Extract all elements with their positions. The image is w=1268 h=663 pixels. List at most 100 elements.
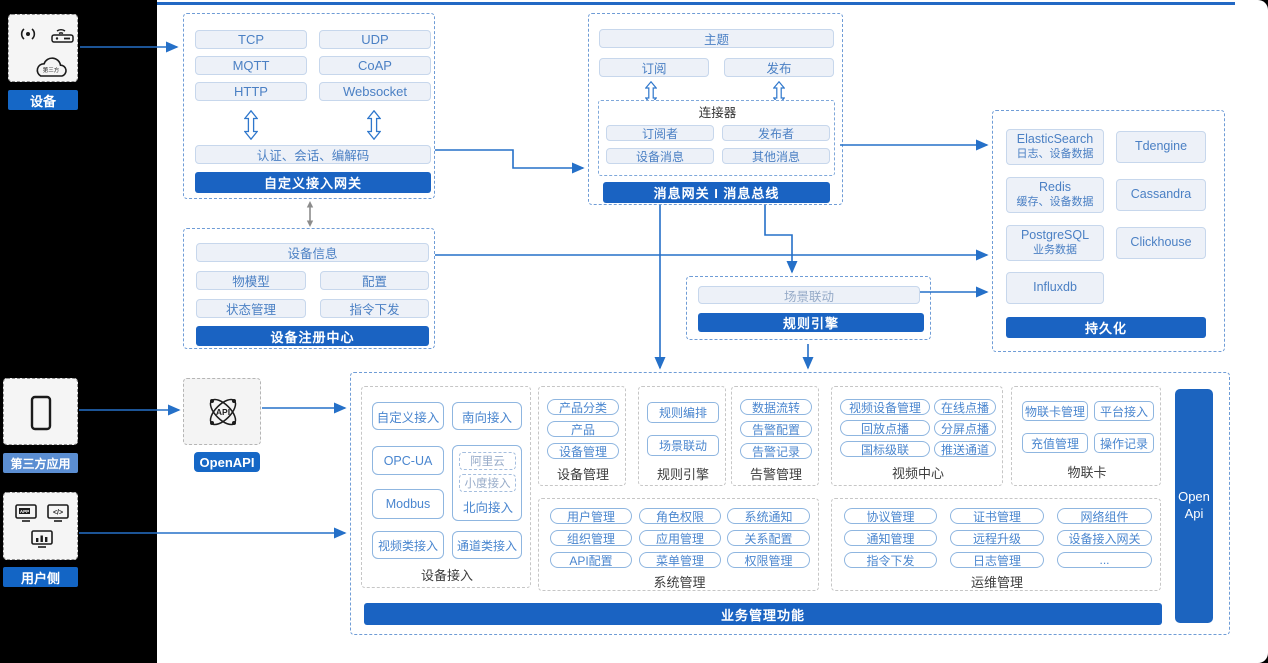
ops-mgmt-section: 协议管理 证书管理 网络组件 通知管理 远程升级 设备接入网关 指令下发 日志管… (831, 498, 1161, 591)
remote-upgrade-pill: 远程升级 (950, 530, 1044, 546)
third-party-label: 第三方应用 (3, 453, 78, 473)
playback-vod-pill: 回放点播 (840, 420, 930, 436)
router-icon (49, 23, 77, 45)
message-bus-box: 主题 订阅 发布 连接器 订阅者 发布者 设备消息 其他消息 消息网关 I 消息… (588, 13, 843, 205)
persistence-title-bar: 持久化 (1006, 317, 1206, 338)
wireless-signal-icon (15, 25, 41, 43)
operation-record-pill: 操作记录 (1094, 433, 1154, 453)
recharge-mgmt-pill: 充值管理 (1022, 433, 1088, 453)
db-desc: 缓存、设备数据 (1016, 195, 1094, 208)
app-icon: APP (14, 503, 38, 523)
connector-title: 连接器 (698, 106, 737, 120)
db-name: ElasticSearch (1016, 132, 1094, 147)
more-pill: ... (1057, 552, 1152, 568)
open-api-vertical-bar: Open Api (1175, 389, 1213, 623)
openapi-label: OpenAPI (194, 452, 260, 472)
iot-card-mgmt-pill: 物联卡管理 (1022, 401, 1088, 421)
auth-session-codec-pill: 认证、会话、编解码 (195, 145, 431, 164)
org-mgmt-pill: 组织管理 (550, 530, 632, 546)
status-mgmt-pill: 状态管理 (196, 299, 306, 318)
device-access-label: 设备接入 (420, 567, 473, 583)
custom-gateway-box: TCP UDP MQTT CoAP HTTP Websocket 认证、会话、编… (183, 13, 435, 199)
double-arrow-icon (367, 110, 381, 140)
business-box: 自定义接入 南向接入 OPC-UA 阿里云 小度接入 北向接入 Modbus 视… (350, 372, 1230, 635)
log-mgmt-pill: 日志管理 (950, 552, 1044, 568)
video-access-pill: 视频类接入 (372, 531, 444, 559)
channel-access-pill: 通道类接入 (452, 531, 522, 559)
southbound-access-pill: 南向接入 (452, 402, 522, 430)
device-access-section: 自定义接入 南向接入 OPC-UA 阿里云 小度接入 北向接入 Modbus 视… (361, 386, 531, 588)
custom-gateway-title-bar: 自定义接入网关 (195, 172, 431, 193)
permission-mgmt-pill: 权限管理 (727, 552, 810, 568)
protocol-pill-websocket: Websocket (319, 82, 431, 101)
app-mgmt-pill: 应用管理 (639, 530, 721, 546)
db-name: Clickhouse (1130, 235, 1192, 250)
relation-config-pill: 关系配置 (727, 530, 810, 546)
protocol-pill-mqtt: MQTT (195, 56, 307, 75)
svg-text:API: API (216, 407, 230, 417)
iot-card-label: 物联卡 (1067, 464, 1107, 480)
system-notice-pill: 系统通知 (727, 508, 810, 524)
splitscreen-vod-pill: 分屏点播 (934, 420, 996, 436)
product-category-pill: 产品分类 (547, 399, 619, 415)
user-side-icon-box: APP </> (3, 492, 78, 560)
publisher-pill: 发布者 (722, 125, 830, 141)
scene-linkage-item-pill: 场景联动 (647, 435, 719, 456)
protocol-mgmt-pill: 协议管理 (844, 508, 937, 524)
gb-cascade-pill: 国标级联 (840, 441, 930, 457)
xiaodu-access-pill: 小度接入 (459, 474, 516, 492)
devices-label: 设备 (8, 90, 78, 110)
svg-text:</>: </> (53, 510, 63, 517)
rule-engine-section: 规则编排 场景联动 规则引擎 (638, 386, 726, 486)
cert-mgmt-pill: 证书管理 (950, 508, 1044, 524)
connector-box: 连接器 订阅者 发布者 设备消息 其他消息 (598, 100, 835, 176)
command-dispatch-ops-pill: 指令下发 (844, 552, 937, 568)
user-mgmt-pill: 用户管理 (550, 508, 632, 524)
subscriber-pill: 订阅者 (606, 125, 714, 141)
scene-linkage-pill: 场景联动 (698, 286, 920, 304)
publish-pill: 发布 (724, 58, 834, 77)
subscribe-pill: 订阅 (599, 58, 709, 77)
rule-orchestration-pill: 规则编排 (647, 402, 719, 423)
cloud-inner-text: 第三方 (43, 66, 60, 74)
thing-model-pill: 物模型 (196, 271, 306, 290)
notice-mgmt-pill: 通知管理 (844, 530, 937, 546)
devices-icon-box: 第三方 (8, 14, 78, 82)
config-pill: 配置 (320, 271, 429, 290)
opc-ua-pill: OPC-UA (372, 446, 444, 475)
command-dispatch-pill: 指令下发 (320, 299, 429, 318)
protocol-pill-http: HTTP (195, 82, 307, 101)
code-icon: </> (46, 503, 70, 523)
system-mgmt-label: 系统管理 (653, 574, 706, 590)
redis-pill: Redis 缓存、设备数据 (1006, 177, 1104, 213)
rule-engine-mid-title-bar: 规则引擎 (698, 313, 924, 332)
db-desc: 业务数据 (1033, 243, 1077, 256)
protocol-pill-coap: CoAP (319, 56, 431, 75)
business-title-bar: 业务管理功能 (364, 603, 1162, 625)
aliyun-pill: 阿里云 (459, 452, 516, 470)
influxdb-pill: Influxdb (1006, 272, 1104, 304)
phone-icon (30, 395, 52, 431)
top-accent-line (157, 2, 1235, 5)
video-device-mgmt-pill: 视频设备管理 (840, 399, 930, 415)
iot-card-section: 物联卡管理 平台接入 充值管理 操作记录 物联卡 (1011, 386, 1161, 486)
northbound-access-label: 北向接入 (462, 500, 513, 515)
push-channel-pill: 推送通道 (934, 441, 996, 457)
data-flow-pill: 数据流转 (740, 399, 812, 415)
ops-mgmt-label: 运维管理 (970, 574, 1023, 590)
role-permission-pill: 角色权限 (639, 508, 721, 524)
device-registry-title-bar: 设备注册中心 (196, 326, 429, 346)
alarm-mgmt-label: 告警管理 (749, 466, 802, 482)
db-name: Influxdb (1033, 280, 1077, 295)
api-network-icon: API (200, 389, 246, 435)
online-vod-pill: 在线点播 (934, 399, 996, 415)
modbus-pill: Modbus (372, 489, 444, 519)
double-arrow-icon (244, 110, 258, 140)
rule-engine-mid-box: 场景联动 规则引擎 (686, 276, 931, 340)
elasticsearch-pill: ElasticSearch 日志、设备数据 (1006, 129, 1104, 165)
device-access-gateway-pill: 设备接入网关 (1057, 530, 1152, 546)
menu-mgmt-pill: 菜单管理 (639, 552, 721, 568)
alarm-mgmt-section: 数据流转 告警配置 告警记录 告警管理 (731, 386, 819, 486)
network-component-pill: 网络组件 (1057, 508, 1152, 524)
